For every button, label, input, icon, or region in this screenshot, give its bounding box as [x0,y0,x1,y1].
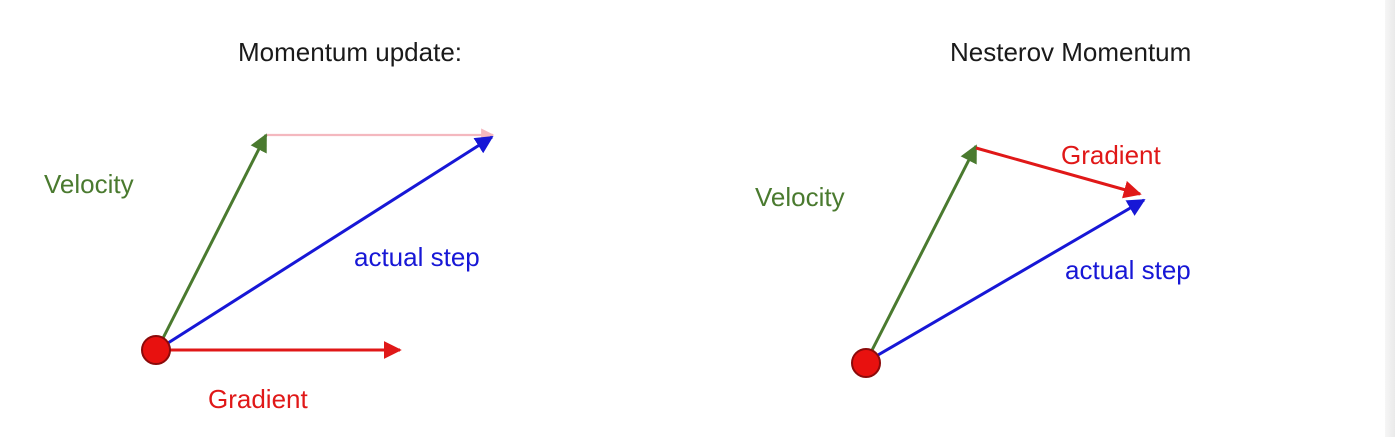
momentum-actual-step-label: actual step [354,242,480,272]
momentum-update-title: Momentum update: [238,37,462,67]
nesterov-momentum-panel: Nesterov Momentum Velocity Gradient actu… [755,37,1191,378]
momentum-update-panel: Momentum update: Velocity actual step Gr… [44,37,495,414]
nesterov-velocity-label: Velocity [755,182,845,212]
nesterov-gradient-label: Gradient [1061,140,1161,170]
momentum-start-point [141,335,171,365]
momentum-velocity-label: Velocity [44,169,134,199]
nesterov-actual-step-arrow [865,198,1146,364]
nesterov-velocity-arrow [864,144,978,363]
nesterov-momentum-title: Nesterov Momentum [950,37,1191,67]
momentum-velocity-arrow [155,133,268,351]
momentum-gradient-label: Gradient [208,384,308,414]
nesterov-start-point [851,348,881,378]
nesterov-gradient-arrow [975,146,1142,199]
nesterov-actual-step-label: actual step [1065,255,1191,285]
momentum-actual-step-arrow [156,135,494,352]
edge-shade [1385,0,1395,437]
